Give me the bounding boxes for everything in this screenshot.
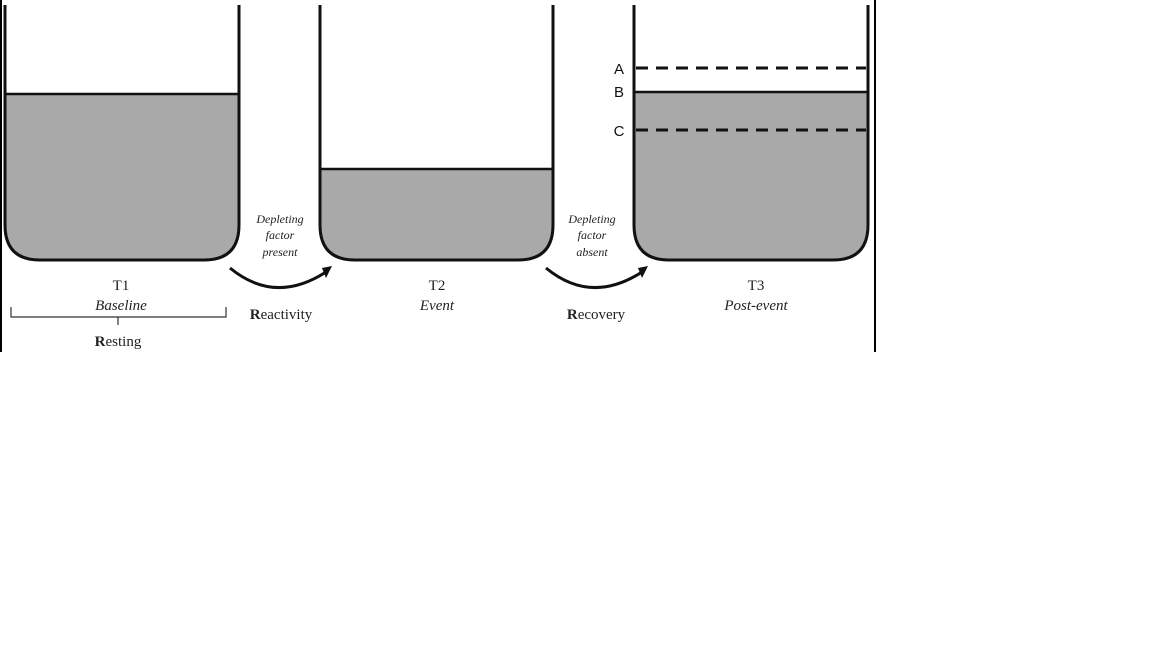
beaker-t1-outline [3, 5, 241, 262]
marker-a: A [614, 61, 624, 78]
beaker-t1-fill [5, 94, 239, 260]
transition-2-line-1: Depleting [567, 212, 615, 226]
arrowhead-icon [638, 266, 648, 278]
transition-reactivity: Depleting factor present Reactivity [229, 212, 332, 323]
stage-t3-sublabel: Post-event [723, 298, 788, 314]
transition-1-line-3: present [262, 245, 299, 259]
transition-recovery: Depleting factor absent Recovery [545, 212, 648, 323]
reactivity-label: Reactivity [250, 307, 313, 323]
beaker-t3: A B C [614, 5, 870, 262]
marker-b: B [614, 84, 624, 101]
stage-t1-sublabel: Baseline [95, 298, 147, 314]
transition-1-line-2: factor [266, 228, 295, 242]
recovery-label: Recovery [567, 307, 626, 323]
marker-c: C [614, 123, 625, 140]
arrowhead-icon [322, 266, 332, 278]
beaker-t3-outline [632, 5, 870, 262]
resting-label: Resting [95, 334, 142, 350]
beaker-t2-outline [318, 5, 555, 262]
stage-t2-sublabel: Event [419, 298, 455, 314]
beaker-t1 [3, 5, 241, 262]
curved-arrow-icon [545, 266, 643, 290]
stage-t2-label: T2 [429, 278, 446, 294]
transition-2-line-2: factor [578, 228, 607, 242]
transition-2-line-3: absent [576, 245, 608, 259]
beaker-t2-fill [320, 169, 553, 260]
transition-1-line-1: Depleting [255, 212, 303, 226]
curved-arrow-icon [229, 266, 327, 290]
beaker-t3-fill [634, 92, 868, 260]
stage-t3-label: T3 [748, 278, 765, 294]
resting-brace [10, 307, 227, 325]
stage-t1-label: T1 [113, 278, 130, 294]
beaker-t2 [318, 5, 555, 262]
